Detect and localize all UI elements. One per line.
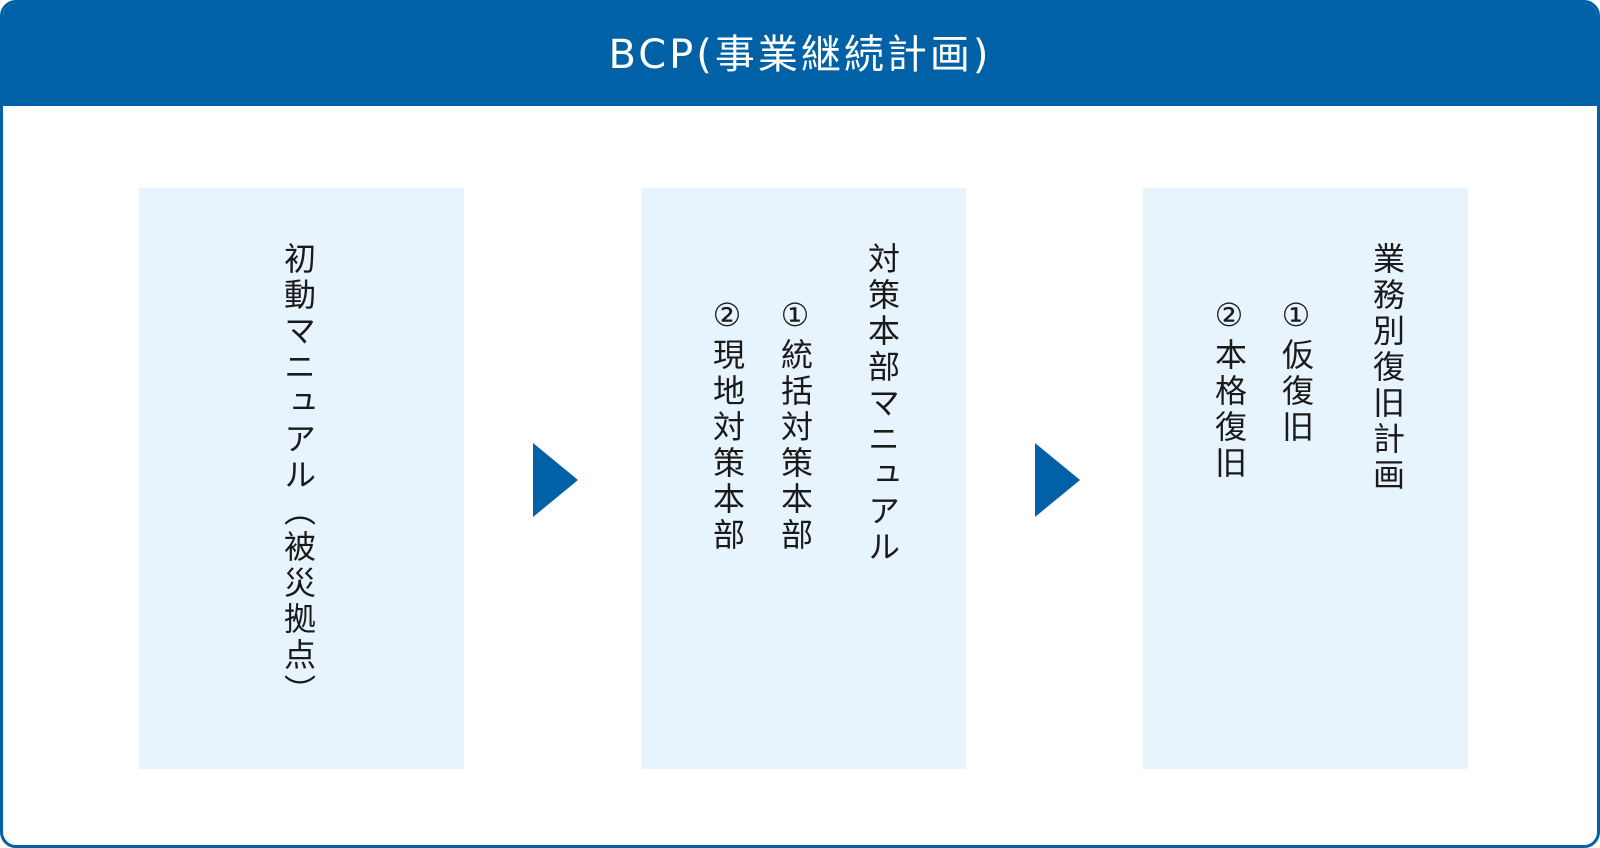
arrow-right-icon <box>533 443 578 517</box>
arrow-right-icon <box>1035 443 1080 517</box>
recovery-item-temporary: ①仮復旧 <box>1277 296 1315 446</box>
page-title: BCP(事業継続計画) <box>608 31 992 78</box>
header-bar: BCP(事業継続計画) <box>3 3 1597 106</box>
recovery-plan-box: 業務別復旧計画 ①仮復旧 ②本格復旧 <box>1143 188 1468 769</box>
hq-manual-title: 対策本部マニュアル <box>863 242 901 566</box>
hq-item-local: ②現地対策本部 <box>708 296 746 554</box>
hq-item-central: ①統括対策本部 <box>776 296 814 554</box>
initial-manual-box: 初動マニュアル（被災拠点） <box>139 188 464 769</box>
recovery-item-full: ②本格復旧 <box>1210 296 1248 482</box>
recovery-plan-title: 業務別復旧計画 <box>1368 242 1406 494</box>
hq-manual-box: 対策本部マニュアル ①統括対策本部 ②現地対策本部 <box>641 188 966 769</box>
initial-manual-title: 初動マニュアル（被災拠点） <box>279 242 317 710</box>
